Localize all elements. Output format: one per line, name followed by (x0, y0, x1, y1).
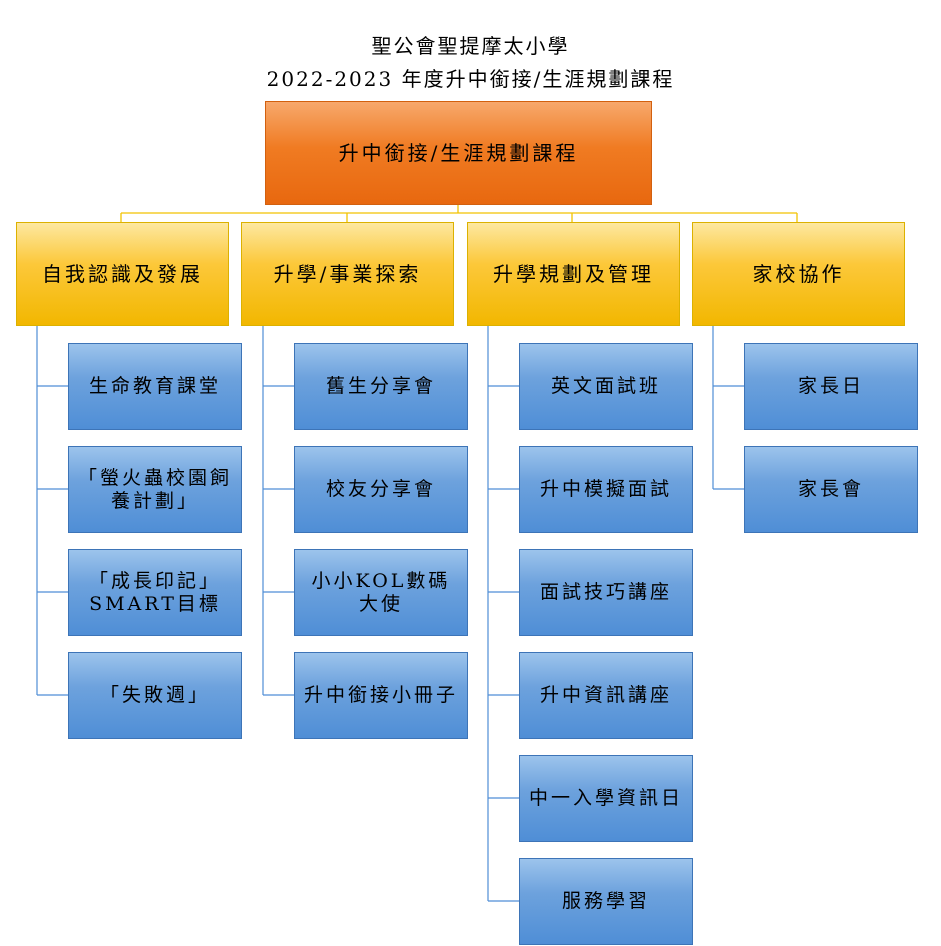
leaf-node: 家長會 (744, 446, 918, 533)
leaf-node: 升中資訊講座 (519, 652, 693, 739)
category-home-school: 家校協作 (692, 222, 905, 326)
leaf-node: 「失敗週」 (68, 652, 242, 739)
leaf-node: 校友分享會 (294, 446, 468, 533)
category-planning-management: 升學規劃及管理 (467, 222, 680, 326)
leaf-node: 升中銜接小冊子 (294, 652, 468, 739)
leaf-node: 舊生分享會 (294, 343, 468, 430)
chart-subtitle: 2022-2023 年度升中銜接/生涯規劃課程 (266, 67, 675, 91)
leaf-node: 中一入學資訊日 (519, 755, 693, 842)
leaf-node: 服務學習 (519, 858, 693, 945)
leaf-node: 「成長印記」SMART目標 (68, 549, 242, 636)
category-self-development: 自我認識及發展 (16, 222, 229, 326)
category-career-exploration: 升學/事業探索 (241, 222, 454, 326)
leaf-node: 面試技巧講座 (519, 549, 693, 636)
leaf-node: 家長日 (744, 343, 918, 430)
leaf-node: 生命教育課堂 (68, 343, 242, 430)
chart-title: 聖公會聖提摩太小學 (371, 34, 570, 58)
root-node: 升中銜接/生涯規劃課程 (265, 101, 652, 205)
leaf-node: 升中模擬面試 (519, 446, 693, 533)
leaf-node: 「螢火蟲校園飼養計劃」 (68, 446, 242, 533)
leaf-node: 小小KOL數碼大使 (294, 549, 468, 636)
leaf-node: 英文面試班 (519, 343, 693, 430)
